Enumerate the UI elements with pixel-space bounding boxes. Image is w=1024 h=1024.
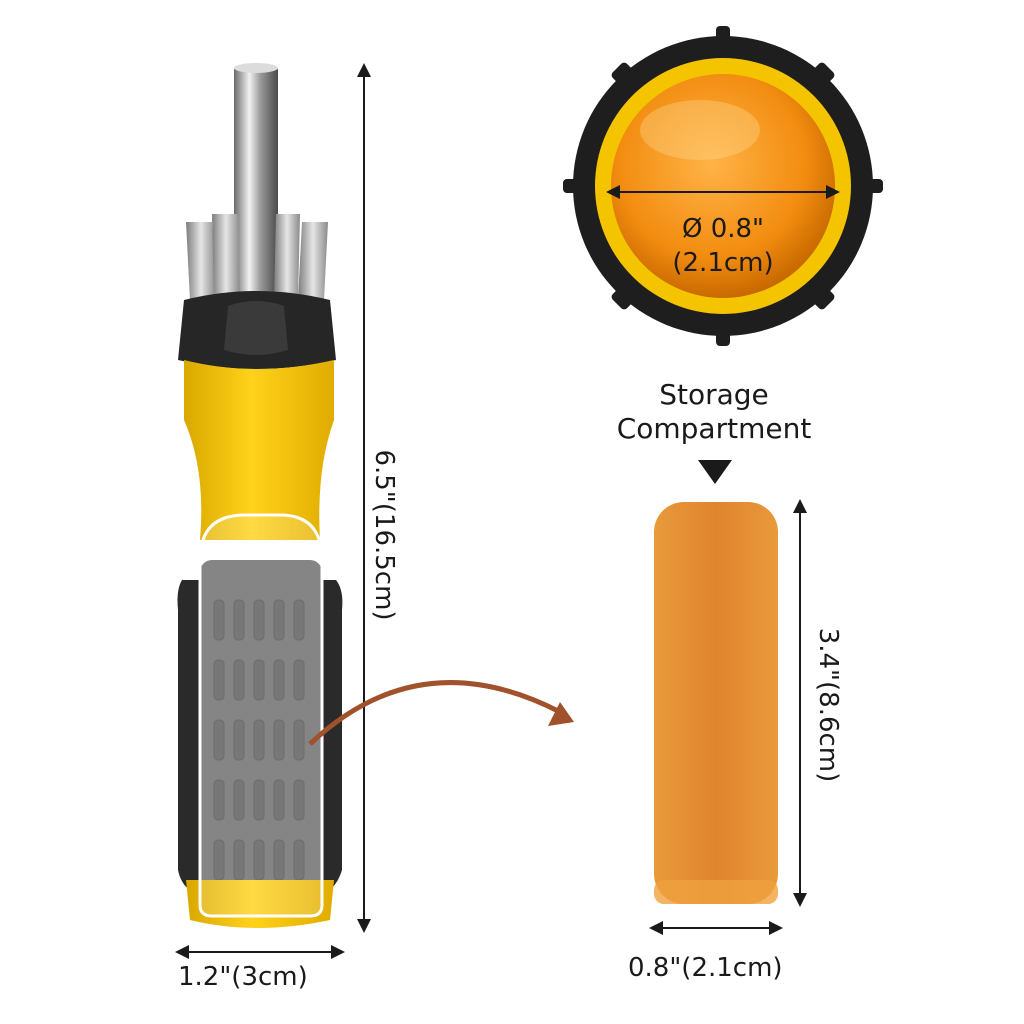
- screwdriver: [177, 63, 343, 928]
- total-length-label: 6.5"(16.5cm): [369, 449, 399, 621]
- compartment-outline: [198, 513, 324, 918]
- screwdriver-neck: [184, 360, 334, 540]
- cap-diameter-inch: Ø 0.8": [681, 214, 765, 244]
- cap-ridges: [563, 26, 883, 346]
- handle-width-label: 1.2"(3cm): [178, 962, 308, 992]
- storage-compartment-title: Storage Compartment: [617, 378, 812, 446]
- end-cap-top-view: [563, 26, 883, 346]
- storage-compartment: [654, 502, 778, 904]
- compartment-length-label: 3.4"(8.6cm): [813, 627, 843, 783]
- curved-arrow: [308, 680, 562, 746]
- cap-diameter-cm: (2.1cm): [672, 248, 774, 278]
- storage-title-line1: Storage: [659, 378, 769, 411]
- compartment-width-label: 0.8"(2.1cm): [628, 953, 783, 983]
- screwdriver-shaft: [234, 66, 278, 306]
- pointer-triangle: [698, 460, 732, 484]
- storage-title-line2: Compartment: [616, 412, 812, 445]
- cap-diameter-label: Ø 0.8" (2.1cm): [672, 212, 773, 280]
- screwdriver-bits: [186, 214, 328, 300]
